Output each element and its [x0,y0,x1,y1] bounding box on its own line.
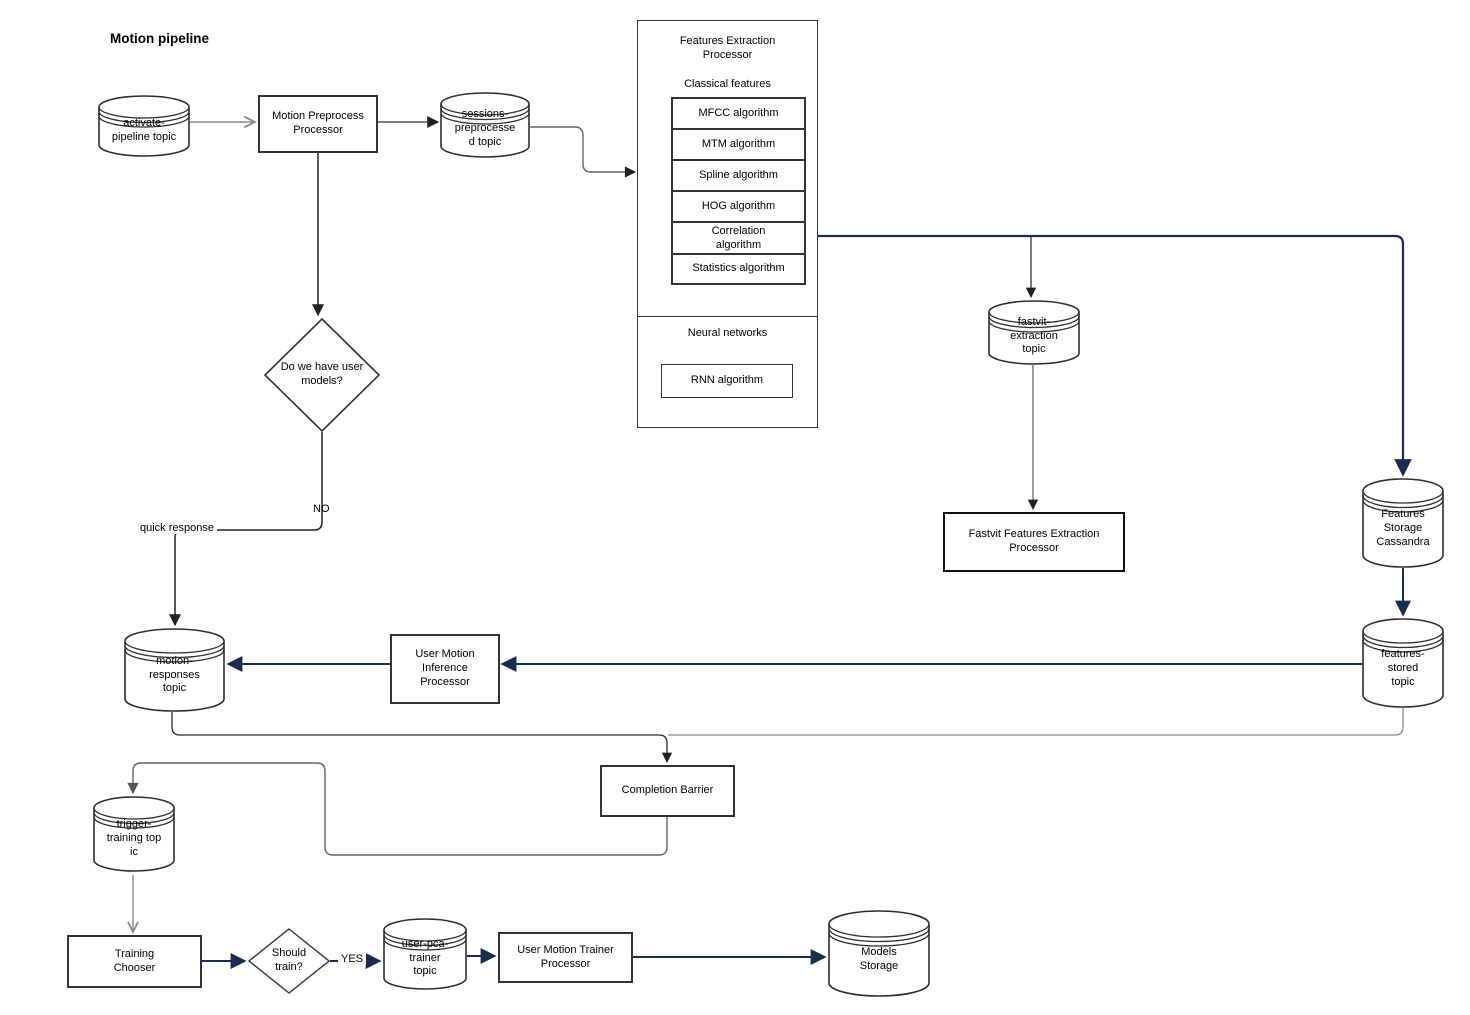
classical-features-section-label: Classical features [684,78,771,90]
cylinder-shape [828,910,930,997]
node-mtm-algorithm: MTM algorithm [671,128,806,162]
node-label: Features Storage Cassandra [1376,508,1430,548]
node-label: RNN algorithm [690,374,764,387]
cylinder-shape [440,92,530,158]
node-do-we-have-user-models-decision: Do we have user models? [263,317,381,433]
diagram-title: Motion pipeline [110,31,209,46]
node-correlation-algorithm: Correlation algorithm [671,221,806,257]
node-activate-pipeline-topic: activate- pipeline topic [98,95,190,157]
edge-completion-barrier-to-trigger-training [127,762,668,856]
cylinder-shape [98,95,190,157]
cylinder-shape [988,300,1080,365]
node-hog-algorithm: HOG algorithm [671,190,806,224]
node-label: features- stored topic [1381,648,1425,688]
features-extraction-title: Features Extraction Processor [679,35,776,61]
edge-features-stored-to-completion-barrier [668,708,1404,736]
node-statistics-algorithm: Statistics algorithm [671,253,806,285]
node-label: fastvit- extraction topic [1010,315,1058,356]
node-motion-responses-topic: motion- responses topic [124,628,225,712]
node-spline-algorithm: Spline algorithm [671,159,806,193]
node-label: Models Storage [859,945,899,972]
node-features-storage-cassandra: Features Storage Cassandra [1362,478,1444,568]
node-label: User Motion Trainer Processor [517,943,614,970]
edge-label-quick-response: quick response [137,522,217,535]
node-label: User Motion Inference Processor [415,648,475,688]
node-user-pca-trainer-topic: user-pca- trainer topic [383,918,467,990]
diamond-shape [247,928,331,994]
node-label: Do we have user models? [280,361,364,387]
node-motion-preprocess-processor: Motion Preprocess Processor [258,95,378,153]
diamond-shape [263,317,381,433]
node-mfcc-algorithm: MFCC algorithm [671,97,806,131]
node-sessions-preprocessed-topic: sessions- preprocesse d topic [440,92,530,158]
cylinder-shape [1362,618,1444,708]
node-label: trigger- training top ic [106,818,162,858]
node-label: activate- pipeline topic [111,116,177,143]
node-label: Should train? [271,947,307,973]
edge-features-extraction-to-cassandra [818,234,1412,477]
edge-sessions-to-features-extraction [530,126,637,178]
cylinder-shape [383,918,467,990]
edge-motion-responses-to-completion-barrier [171,712,673,764]
node-models-storage: Models Storage [828,910,930,997]
node-user-motion-inference-processor: User Motion Inference Processor [390,634,500,704]
node-trigger-training-topic: trigger- training top ic [93,796,175,872]
edge-decision-no-to-motion-responses [169,432,323,627]
node-user-motion-trainer-processor: User Motion Trainer Processor [498,932,633,983]
node-label: motion- responses topic [149,654,200,695]
neural-networks-section-label: Neural networks [687,327,768,339]
cylinder-shape [93,796,175,872]
node-label: sessions- preprocesse d topic [454,108,516,148]
neural-section-divider [637,316,818,317]
node-label: Motion Preprocess Processor [272,110,364,136]
node-label: Spline algorithm [699,169,778,182]
node-label: Statistics algorithm [692,262,785,275]
node-label: user-pca- trainer topic [401,937,449,978]
node-label: HOG algorithm [701,200,776,213]
node-features-stored-topic: features- stored topic [1362,618,1444,708]
node-features-extraction-processor: Features Extraction Processor Classical … [637,20,818,428]
node-label: Training Chooser [113,947,156,974]
node-rnn-algorithm: RNN algorithm [661,364,793,398]
node-completion-barrier: Completion Barrier [600,765,735,817]
node-label: MTM algorithm [701,138,776,151]
node-label: Completion Barrier [621,784,714,797]
edge-label-yes: YES [338,953,367,966]
node-should-train-decision: Should train? [247,928,331,994]
node-label: MFCC algorithm [698,107,779,120]
node-training-chooser: Training Chooser [67,935,202,988]
cylinder-shape [1362,478,1444,568]
node-fastvit-extraction-topic: fastvit- extraction topic [988,300,1080,365]
cylinder-shape [124,628,225,712]
node-label: Fastvit Features Extraction Processor [968,528,1100,554]
node-fastvit-features-extraction-processor: Fastvit Features Extraction Processor [943,512,1125,572]
node-label: Correlation algorithm [711,225,766,251]
edge-label-no: NO [313,503,330,515]
